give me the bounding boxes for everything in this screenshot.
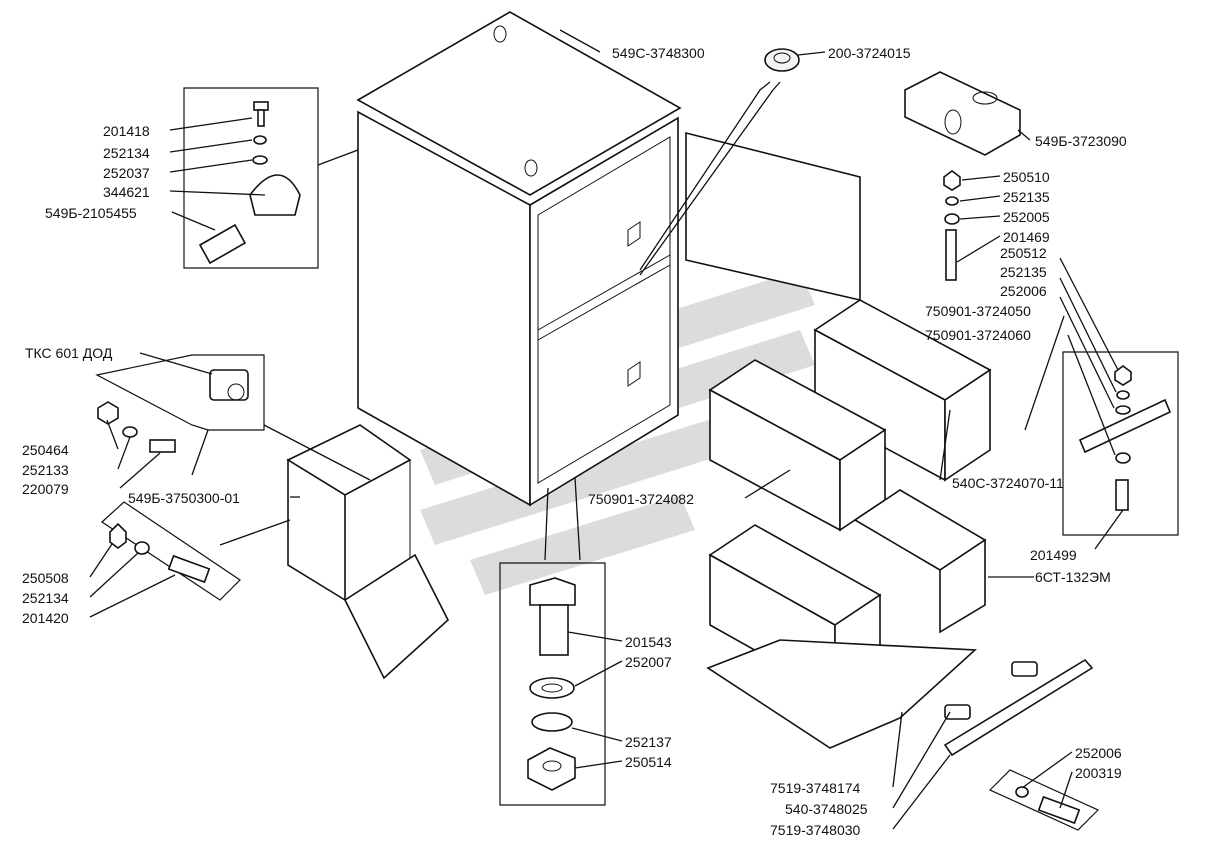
label-cable-750901-50: 750901-3724050 [925, 303, 1031, 319]
label-battery: 6СТ-132ЭМ [1035, 569, 1111, 585]
clamp-callout-box [183, 87, 319, 269]
label-washer-252007: 252007 [625, 654, 672, 670]
battery-mat [706, 639, 977, 749]
clamp-bar-assembly [943, 658, 1100, 831]
label-nut-250510: 250510 [1003, 169, 1050, 185]
label-bolt-201420: 201420 [22, 610, 69, 626]
label-nut-250514: 250514 [625, 754, 672, 770]
battery-top-rear [813, 299, 992, 482]
jumper-box-part [904, 71, 1021, 156]
label-washer-252134-a: 252134 [103, 145, 150, 161]
jumper-hardware-stack [943, 170, 961, 281]
label-cabinet: 549С-3748300 [612, 45, 705, 61]
label-washer-252134-b: 252134 [22, 590, 69, 606]
label-cable-750901-82: 750901-3724082 [588, 491, 694, 507]
label-bolt-220079: 220079 [22, 481, 69, 497]
label-socket-box: 549Б-3750300-01 [128, 490, 240, 506]
label-sleeve-549b: 549Б-2105455 [45, 205, 137, 221]
label-nut-250464: 250464 [22, 442, 69, 458]
socket-callout-box [95, 354, 265, 453]
bolt-callout-box [499, 562, 606, 806]
label-bolt-200319: 200319 [1075, 765, 1122, 781]
label-clamp-344621: 344621 [103, 184, 150, 200]
grommet-part [764, 48, 800, 72]
label-mat-7519-74: 7519-3748174 [770, 780, 861, 796]
label-washer-252137: 252137 [625, 734, 672, 750]
label-nut-250508: 250508 [22, 570, 69, 586]
label-washer-252135-a: 252135 [1003, 189, 1050, 205]
leader-lines [89, 29, 1124, 830]
part-labels: 549С-3748300 200-3724015 549Б-3723090 20… [22, 45, 1127, 838]
label-washer-252135-b: 252135 [1000, 264, 1047, 280]
label-grommet: 200-3724015 [828, 45, 911, 61]
battery-top-front [708, 359, 887, 532]
label-bar-7519-30: 7519-3748030 [770, 822, 861, 838]
cabinet-door [685, 131, 861, 302]
label-bolt-201469: 201469 [1003, 229, 1050, 245]
label-bolt-201543: 201543 [625, 634, 672, 650]
mount-hardware-callout-box [101, 501, 241, 601]
label-washer-252006-b: 252006 [1075, 745, 1122, 761]
terminal-callout-box [1062, 351, 1179, 536]
label-jumper-box: 549Б-3723090 [1035, 133, 1127, 149]
label-washer-252037: 252037 [103, 165, 150, 181]
label-nut-250512: 250512 [1000, 245, 1047, 261]
label-cable-540c: 540С-3724070-11 [952, 475, 1064, 491]
battery-bottom-rear [853, 489, 987, 634]
label-washer-252006-a: 252006 [1000, 283, 1047, 299]
battery-cabinet [356, 11, 682, 507]
battery-group [706, 299, 992, 749]
label-washer-252133: 252133 [22, 462, 69, 478]
label-washer-252005: 252005 [1003, 209, 1050, 225]
label-cable-750901-60: 750901-3724060 [925, 327, 1031, 343]
label-socket-tks: ТКС 601 ДОД [25, 345, 113, 361]
label-pad-540: 540-3748025 [785, 801, 868, 817]
label-bolt-201499: 201499 [1030, 547, 1077, 563]
socket-box-part [286, 424, 449, 680]
label-bolt-201418: 201418 [103, 123, 150, 139]
